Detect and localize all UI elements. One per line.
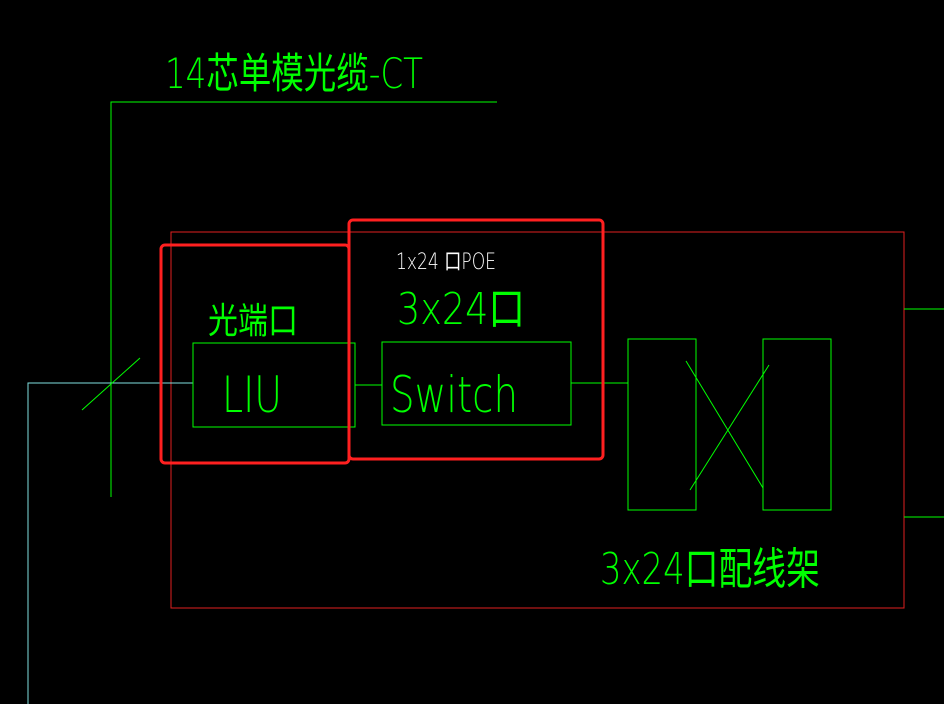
liu-label: LIU [222, 366, 282, 424]
patch-panel-right-block[interactable] [762, 338, 832, 511]
patch-panel-left-block[interactable] [627, 338, 697, 511]
fiber-cable-line [27, 382, 193, 704]
liu-highlight-box [159, 243, 351, 465]
switch-highlight-box [347, 218, 605, 461]
patch-panel-cross-line-a [685, 360, 764, 489]
cable-label-leader [110, 101, 497, 497]
switch-title: 3x24口 [397, 284, 525, 335]
cable-slash-mark [81, 357, 141, 411]
switch-label: Switch [390, 366, 518, 424]
patch-panel-cross-line-b [689, 364, 770, 491]
liu-title: 光端口 [208, 301, 298, 342]
patch-panel-label: 3x24口配线架 [600, 544, 820, 595]
cable-label: 14芯单模光缆-CT [165, 49, 423, 98]
switch-note: 1x24 口POE [396, 250, 496, 275]
cabinet-outline [170, 231, 905, 609]
